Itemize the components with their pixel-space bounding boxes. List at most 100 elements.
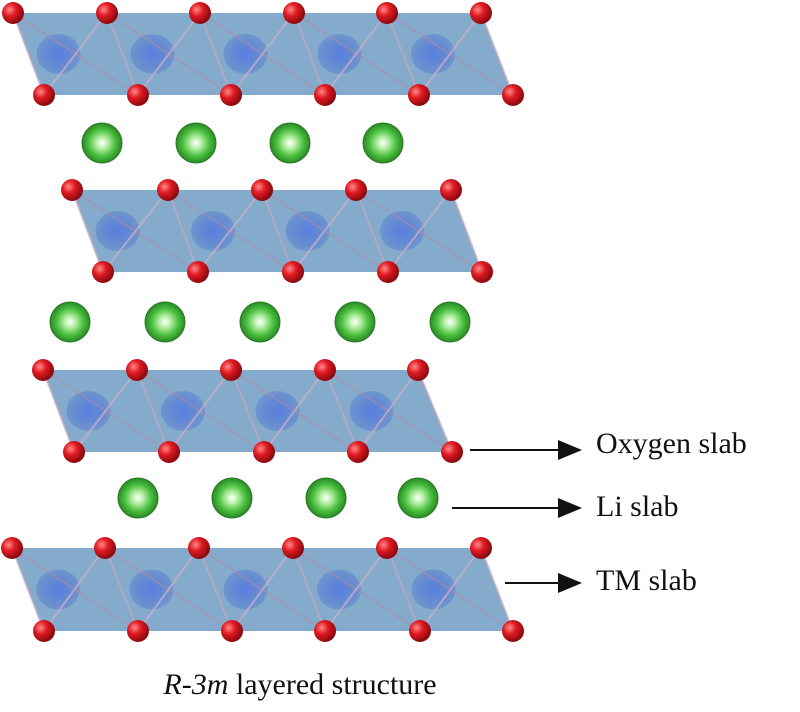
oxygen-atom (282, 537, 304, 559)
bond (387, 189, 452, 273)
oxygen-atom (502, 620, 524, 642)
oxygen-atom (470, 537, 492, 559)
bond (197, 189, 263, 273)
bond (292, 189, 357, 273)
oxygen-atom (408, 84, 430, 106)
bond (324, 12, 388, 96)
bond (12, 12, 45, 96)
bond (71, 189, 104, 273)
oxygen-atom (187, 261, 209, 283)
oxygen-atom (157, 179, 179, 201)
oxygen-atom (33, 84, 55, 106)
bond (293, 12, 326, 96)
bond (324, 369, 359, 453)
lithium-atom (211, 477, 253, 519)
oxygen-atom (407, 359, 429, 381)
bond (136, 369, 170, 453)
tm-atom (411, 569, 456, 610)
bond (231, 547, 294, 632)
bond (104, 547, 139, 632)
bond (198, 547, 233, 632)
lithium-atom (362, 122, 404, 164)
li-slab-label: Li slab (596, 490, 679, 523)
bond (417, 369, 453, 453)
oxygen-atom (471, 261, 493, 283)
tm-atom (317, 34, 362, 74)
tm-atom (129, 569, 174, 610)
oxygen-atom (253, 441, 275, 463)
bond (11, 547, 45, 632)
tm-atom (349, 391, 394, 431)
tm-atom (223, 34, 268, 74)
lithium-atom (269, 122, 311, 164)
oxygen-atom (502, 84, 524, 106)
lithium-atom (175, 122, 217, 164)
bond (261, 189, 294, 273)
oxygen-atom (189, 2, 211, 24)
lithium-atom (117, 477, 159, 519)
lithium-atom (429, 301, 471, 343)
oxygen-atom (158, 441, 180, 463)
bond (199, 12, 232, 96)
tm-atom (36, 34, 81, 74)
oxygen-slab-label: Oxygen slab (596, 427, 747, 460)
lithium-atom (49, 301, 91, 343)
tm-atom (285, 211, 330, 251)
oxygen-atom (314, 359, 336, 381)
bond (292, 547, 326, 632)
tm-atom (36, 569, 80, 610)
oxygen-atom (282, 261, 304, 283)
tm-atom (223, 569, 268, 610)
tm-atom (317, 569, 361, 610)
bond (43, 12, 108, 96)
bond (167, 189, 199, 273)
bond (230, 12, 295, 96)
oxygen-atom (441, 441, 463, 463)
tm-atom (130, 34, 175, 74)
tm-atom (191, 211, 235, 251)
oxygen-atom (221, 620, 243, 642)
tm-atom (66, 391, 111, 431)
oxygen-atom (61, 179, 83, 201)
tm-atom (411, 34, 455, 74)
oxygen-atom (376, 537, 398, 559)
bond (355, 189, 389, 273)
oxygen-atom (63, 441, 85, 463)
bond (230, 369, 265, 453)
oxygen-atom (33, 620, 55, 642)
lithium-atom (239, 301, 281, 343)
bond (480, 12, 514, 96)
oxygen-atom (347, 441, 369, 463)
oxygen-atom (2, 2, 24, 24)
lithium-atom (144, 301, 186, 343)
bond (106, 12, 139, 96)
space-group: R-3m (163, 668, 229, 701)
oxygen-atom (1, 537, 23, 559)
oxygen-atom (345, 179, 367, 201)
oxygen-atom (94, 537, 116, 559)
oxygen-atom (220, 84, 242, 106)
caption: R-3m layered structure (0, 668, 600, 702)
bond (168, 369, 232, 453)
bond (137, 12, 201, 96)
tm-atom (161, 391, 205, 431)
bond (43, 547, 106, 632)
oxygen-atom (377, 261, 399, 283)
oxygen-atom (126, 359, 148, 381)
oxygen-atom (96, 2, 118, 24)
bond (73, 369, 138, 453)
oxygen-atom (220, 359, 242, 381)
bond (102, 189, 169, 273)
lithium-atom (334, 301, 376, 343)
bond (357, 369, 419, 453)
lithium-atom (81, 122, 123, 164)
caption-text: layered structure (228, 668, 437, 701)
oxygen-atom (314, 84, 336, 106)
oxygen-atom (314, 620, 336, 642)
oxygen-atom (188, 537, 210, 559)
bond (386, 547, 421, 632)
oxygen-atom (440, 179, 462, 201)
lithium-atom (305, 477, 347, 519)
bond (386, 12, 420, 96)
